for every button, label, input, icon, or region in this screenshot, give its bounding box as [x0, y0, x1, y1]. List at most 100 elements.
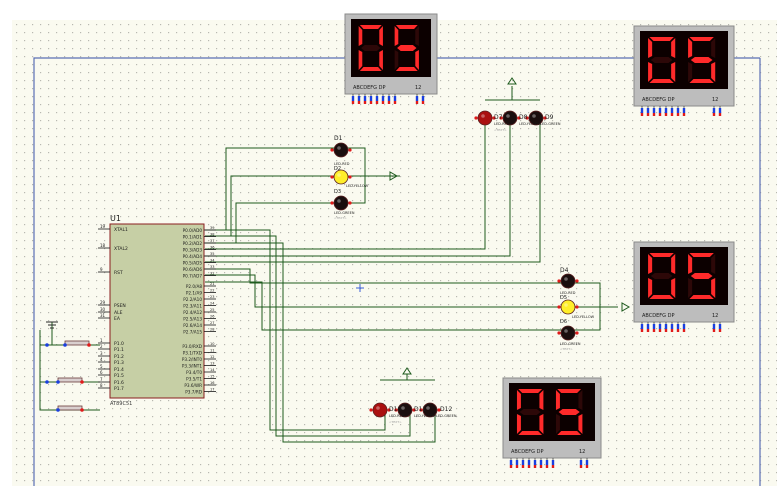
mcu-pin-number: 24 [210, 302, 215, 306]
mcu-pin-name: P2.4/A12 [183, 310, 202, 315]
wire-7 [205, 274, 618, 308]
segment-e [555, 414, 560, 434]
led-ref-label: D5 [560, 295, 567, 301]
led-highlight [481, 114, 485, 118]
mcu-pin-number: 7 [100, 377, 103, 382]
led-d12[interactable] [419, 402, 441, 418]
led-d1[interactable] [330, 142, 352, 158]
pin-dot [499, 116, 503, 120]
segment-a [518, 389, 543, 393]
display-pin-red [676, 113, 680, 116]
segment-a [649, 253, 674, 257]
led-d6[interactable] [557, 325, 579, 341]
led-d8[interactable] [499, 110, 521, 126]
led-body[interactable] [477, 110, 493, 126]
led-body[interactable] [528, 110, 544, 126]
led-body[interactable] [333, 195, 349, 211]
display-pin-blue [351, 96, 355, 101]
led-type-label: LED-RED [560, 291, 576, 295]
segment-b [578, 390, 583, 410]
led-body[interactable] [560, 273, 576, 289]
segment-b [671, 38, 676, 58]
power-arrow-bottom [402, 367, 412, 375]
pin-dot [45, 343, 49, 347]
led-body[interactable] [333, 142, 349, 158]
mcu-pin-number: 25 [210, 308, 214, 312]
led-d3[interactable] [330, 195, 352, 211]
led-d2[interactable] [330, 169, 352, 185]
display-pin-blue [381, 96, 385, 101]
display-pin-red [551, 465, 555, 468]
led-ref-label: D10 [389, 406, 401, 413]
display-pin-blue [363, 96, 367, 101]
segment-f [688, 38, 693, 58]
push-button-1[interactable] [63, 340, 91, 347]
segment-e [358, 50, 363, 70]
segment-b [379, 26, 383, 46]
led-d4[interactable] [557, 273, 579, 289]
push-button-body[interactable] [57, 377, 83, 383]
led-ref-label: D11 [414, 406, 426, 413]
wire-13 [380, 374, 435, 381]
mcu-pin-name: P1.0 [114, 341, 124, 347]
segment-g [650, 57, 673, 63]
display-pin-blue [375, 96, 379, 101]
push-button-3[interactable] [56, 405, 84, 412]
display-pin-blue [527, 460, 531, 465]
led-d11[interactable] [394, 402, 416, 418]
pin-dot [575, 331, 579, 335]
display-pin-red [646, 113, 650, 116]
segment-a [359, 25, 382, 29]
mcu-pin-name: P0.1/AD1 [183, 235, 203, 240]
cursor-crosshair-icon [356, 284, 364, 292]
display-pin-red [585, 465, 589, 468]
segment-g [690, 57, 713, 63]
mcu-pin-name: P0.3/AD3 [183, 248, 203, 253]
display-pin-red [521, 465, 525, 468]
mcu-pin-name: P1.1 [114, 347, 124, 353]
led-highlight [532, 114, 536, 118]
mcu-pin-number: 35 [210, 252, 214, 256]
push-button-2[interactable] [56, 377, 84, 384]
text-placeholder: <TEXT> [334, 216, 347, 220]
mcu-pin-name: P3.1/TXD [183, 351, 202, 356]
led-body[interactable] [502, 110, 518, 126]
led-body[interactable] [397, 402, 413, 418]
mcu-pin-name: P0.7/AD7 [183, 274, 203, 279]
led-body[interactable] [333, 169, 349, 185]
led-d7[interactable] [474, 110, 496, 126]
display-pin-blue [670, 324, 674, 329]
mcu-pin-name: P3.7/RD [185, 390, 202, 395]
mcu-pin-number: 13 [210, 362, 214, 366]
led-type-label: LED-GREEN [436, 414, 457, 418]
pin-dot [63, 343, 67, 347]
push-button-body[interactable] [57, 405, 83, 411]
pin-dot [557, 331, 561, 335]
segment-b [415, 26, 419, 46]
push-button-body[interactable] [64, 340, 90, 346]
led-body[interactable] [422, 402, 438, 418]
segment-e [516, 414, 521, 434]
wire-12 [485, 86, 540, 101]
segment-d [689, 79, 714, 83]
led-d5[interactable] [557, 299, 579, 315]
led-body[interactable] [372, 402, 388, 418]
display-pin-red [640, 113, 644, 116]
led-d10[interactable] [369, 402, 391, 418]
display-pin-blue [664, 324, 668, 329]
text-placeholder: <TEXT> [560, 347, 573, 351]
mcu-body[interactable] [109, 223, 205, 399]
mcu-at89c51[interactable]: U1AT89C5119XTAL118XTAL29RST29PSEN30ALE31… [98, 214, 216, 407]
led-body[interactable] [560, 325, 576, 341]
display-pin-blue [682, 108, 686, 113]
led-body[interactable] [560, 299, 576, 315]
mcu-pin-number: 16 [210, 381, 214, 385]
led-d9[interactable] [525, 110, 547, 126]
